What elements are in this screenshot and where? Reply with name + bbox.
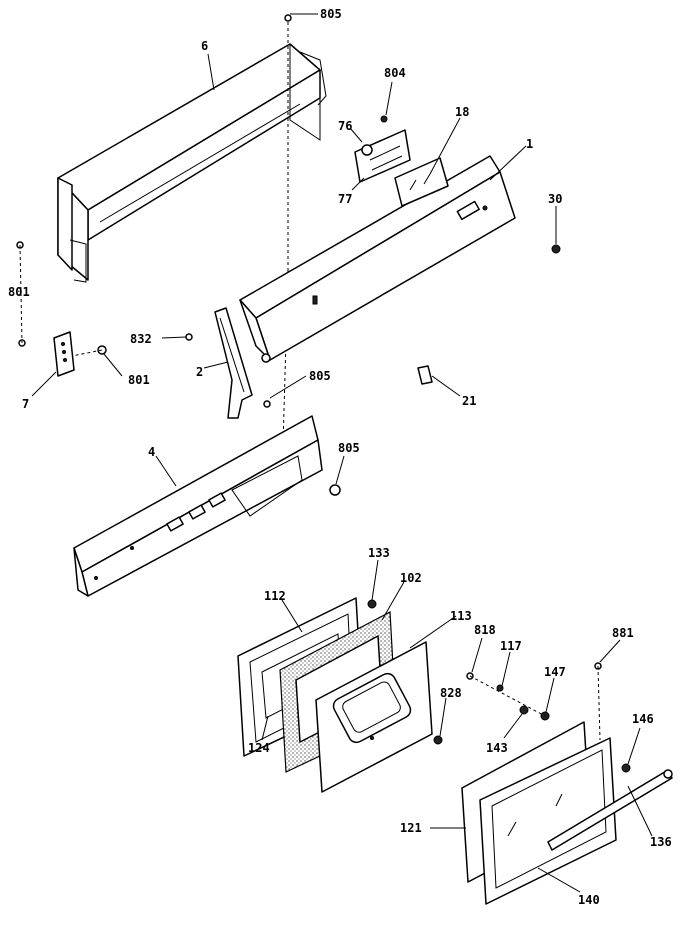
callout-818: 818 bbox=[474, 623, 496, 637]
part-140-outer-door bbox=[479, 737, 617, 905]
callout-832: 832 bbox=[130, 332, 152, 346]
callout-140: 140 bbox=[578, 893, 600, 907]
callout-4: 4 bbox=[148, 445, 155, 459]
callout-113: 113 bbox=[450, 609, 472, 623]
part-1-backguard bbox=[239, 155, 516, 363]
leader-lines bbox=[31, 13, 653, 893]
callout-121: 121 bbox=[400, 821, 422, 835]
part-76-77-bracket bbox=[354, 129, 411, 183]
callout-7: 7 bbox=[22, 397, 29, 411]
hardware-screws bbox=[16, 14, 631, 773]
part-2-bracket bbox=[214, 307, 253, 419]
callout-21: 21 bbox=[462, 394, 476, 408]
callout-801-right: 801 bbox=[128, 373, 150, 387]
callout-805-mid: 805 bbox=[309, 369, 331, 383]
part-21-clip bbox=[417, 365, 433, 385]
callout-147: 147 bbox=[544, 665, 566, 679]
callout-2: 2 bbox=[196, 365, 203, 379]
callout-112: 112 bbox=[264, 589, 286, 603]
part-4-control-panel bbox=[73, 415, 323, 597]
part-18-panel bbox=[394, 157, 449, 207]
part-7-bracket bbox=[53, 331, 75, 377]
callout-133: 133 bbox=[368, 546, 390, 560]
callout-881: 881 bbox=[612, 626, 634, 640]
callout-30: 30 bbox=[548, 192, 562, 206]
part-6-backguard-trim bbox=[57, 43, 327, 283]
callout-146: 146 bbox=[632, 712, 654, 726]
callout-1: 1 bbox=[526, 137, 533, 151]
callout-828: 828 bbox=[440, 686, 462, 700]
callout-136: 136 bbox=[650, 835, 672, 849]
callout-801-left: 801 bbox=[8, 285, 30, 299]
callout-805-low: 805 bbox=[338, 441, 360, 455]
callout-124: 124 bbox=[248, 741, 270, 755]
callout-6: 6 bbox=[201, 39, 208, 53]
part-113-door-inner-panel bbox=[315, 641, 433, 793]
callout-76: 76 bbox=[338, 119, 352, 133]
callout-77: 77 bbox=[338, 192, 352, 206]
callout-143: 143 bbox=[486, 741, 508, 755]
callout-labels: 805 6 804 76 18 1 77 30 801 832 801 7 2 … bbox=[8, 7, 672, 907]
callout-18: 18 bbox=[455, 105, 469, 119]
callout-805-top: 805 bbox=[320, 7, 342, 21]
part-136-door-handle bbox=[547, 769, 673, 851]
callout-804: 804 bbox=[384, 66, 406, 80]
callout-117: 117 bbox=[500, 639, 522, 653]
callout-102: 102 bbox=[400, 571, 422, 585]
